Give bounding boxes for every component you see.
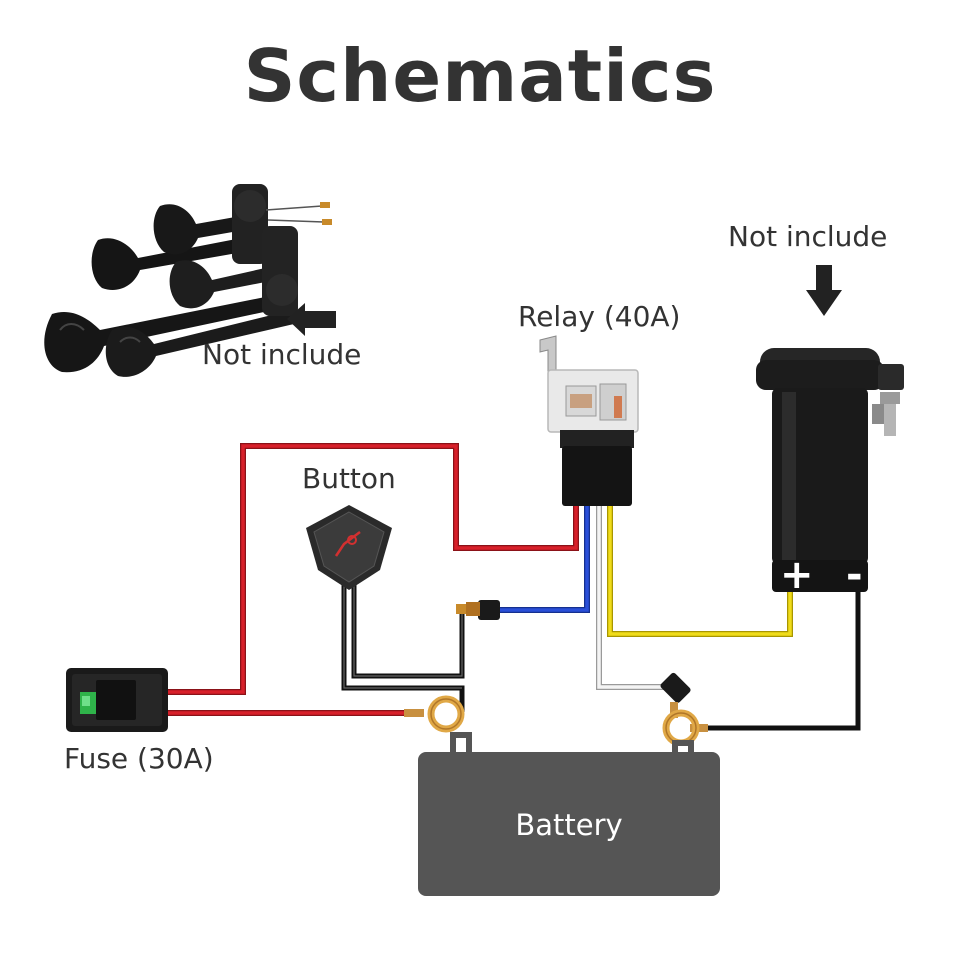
white-wire-connector: [660, 672, 691, 703]
compressor-positive-sign: +: [780, 552, 814, 598]
air-compressor: [756, 348, 904, 592]
battery-positive-ring-terminal: [404, 695, 465, 733]
horn-not-include-label: Not include: [202, 338, 362, 371]
fuse-holder: [66, 668, 168, 732]
compressor-negative-sign: -: [846, 552, 863, 598]
battery-negative-ring-terminal: [662, 702, 708, 747]
battery-label: Battery: [515, 808, 623, 842]
black-wire-compressor-battery: [706, 590, 861, 731]
battery: [418, 732, 720, 896]
black-wire-button-1: [341, 585, 465, 712]
compressor-not-include-label: Not include: [728, 220, 888, 253]
push-button: [306, 505, 392, 590]
page-title: Schematics: [243, 34, 717, 118]
yellow-wire-relay-compressor: [607, 503, 793, 637]
air-horns: [44, 184, 332, 377]
blue-wire-connector: [456, 600, 500, 620]
black-wire-button-2: [351, 585, 465, 679]
fuse-label: Fuse (30A): [64, 742, 214, 775]
relay-label: Relay (40A): [518, 300, 681, 333]
arrow-down-icon: [806, 265, 842, 316]
relay: [539, 335, 639, 506]
button-label: Button: [302, 462, 396, 495]
arrow-left-icon: [287, 303, 336, 336]
